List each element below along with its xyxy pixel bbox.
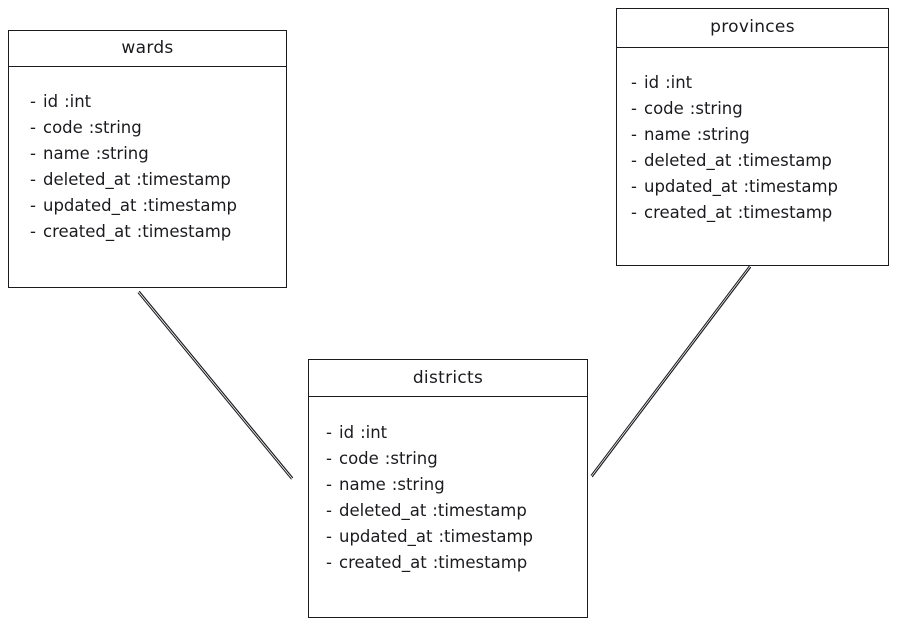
field-type: :timestamp (136, 222, 232, 241)
field-type: :string (689, 99, 743, 118)
entity-title-districts: districts (412, 368, 484, 388)
entity-title-divider (9, 66, 286, 67)
field-type: :timestamp (737, 203, 833, 222)
field-row: - deleted_at :timestamp (30, 167, 286, 193)
field-type: :timestamp (142, 196, 238, 215)
entity-title-divider (309, 396, 587, 397)
field-name: deleted_at (339, 501, 427, 520)
field-name: created_at (43, 222, 131, 241)
field-row: - name :string (30, 141, 286, 167)
field-visibility: - (631, 73, 637, 92)
field-row: - id :int (30, 89, 286, 115)
field-visibility: - (631, 125, 637, 144)
field-visibility: - (30, 144, 36, 163)
field-row: - created_at :timestamp (326, 550, 587, 576)
field-name: updated_at (644, 177, 738, 196)
field-name: created_at (339, 553, 427, 572)
field-visibility: - (631, 99, 637, 118)
field-visibility: - (326, 475, 332, 494)
field-visibility: - (631, 151, 637, 170)
field-name: deleted_at (644, 151, 732, 170)
field-name: id (43, 92, 59, 111)
field-type: :timestamp (432, 553, 528, 572)
field-row: - deleted_at :timestamp (631, 148, 888, 174)
field-visibility: - (30, 92, 36, 111)
field-type: :timestamp (737, 151, 832, 170)
field-name: name (339, 475, 386, 494)
field-row: - id :int (326, 420, 587, 446)
field-visibility: - (30, 196, 36, 215)
field-type: :string (384, 449, 438, 468)
field-row: - created_at :timestamp (631, 200, 888, 226)
field-row: - deleted_at :timestamp (326, 498, 587, 524)
field-name: code (644, 99, 684, 118)
field-type: :int (64, 92, 92, 111)
field-row: - code :string (326, 446, 587, 472)
field-name: name (644, 125, 691, 144)
field-type: :string (696, 125, 750, 144)
field-type: :timestamp (136, 170, 231, 189)
field-name: code (339, 449, 379, 468)
field-type: :timestamp (432, 501, 527, 520)
field-name: code (43, 118, 83, 137)
field-type: :int (360, 423, 388, 442)
field-name: id (644, 73, 660, 92)
field-visibility: - (326, 527, 332, 546)
entity-field-list-provinces: - id :int - code :string - name :string … (617, 70, 888, 226)
entity-title-wards: wards (121, 38, 174, 58)
field-name: name (43, 144, 90, 163)
field-type: :timestamp (438, 527, 534, 546)
field-visibility: - (326, 553, 332, 572)
field-name: deleted_at (43, 170, 131, 189)
entity-box-districts[interactable]: districts - id :int - code :string - nam… (308, 359, 588, 618)
field-row: - name :string (326, 472, 587, 498)
field-type: :int (665, 73, 693, 92)
entity-box-provinces[interactable]: provinces - id :int - code :string - nam… (616, 8, 889, 266)
field-type: :string (95, 144, 149, 163)
entity-title-provinces: provinces (710, 17, 795, 37)
field-visibility: - (631, 203, 637, 222)
field-visibility: - (326, 501, 332, 520)
field-visibility: - (30, 222, 36, 241)
field-name: created_at (644, 203, 732, 222)
field-visibility: - (30, 170, 36, 189)
field-row: - updated_at :timestamp (631, 174, 888, 200)
field-name: updated_at (43, 196, 137, 215)
field-row: - created_at :timestamp (30, 219, 286, 245)
field-name: id (339, 423, 355, 442)
field-visibility: - (326, 449, 332, 468)
field-visibility: - (631, 177, 637, 196)
field-type: :string (88, 118, 142, 137)
entity-box-wards[interactable]: wards - id :int - code :string - name :s… (8, 30, 287, 288)
field-type: :string (391, 475, 445, 494)
field-visibility: - (30, 118, 36, 137)
entity-field-list-districts: - id :int - code :string - name :string … (309, 420, 587, 576)
field-row: - code :string (631, 96, 888, 122)
field-name: updated_at (339, 527, 433, 546)
field-visibility: - (326, 423, 332, 442)
connector-districts-provinces[interactable] (590, 265, 752, 478)
field-type: :timestamp (743, 177, 839, 196)
field-row: - code :string (30, 115, 286, 141)
field-row: - updated_at :timestamp (326, 524, 587, 550)
entity-title-divider (617, 47, 888, 48)
entity-field-list-wards: - id :int - code :string - name :string … (9, 89, 286, 245)
field-row: - id :int (631, 70, 888, 96)
field-row: - name :string (631, 122, 888, 148)
connector-wards-districts[interactable] (137, 290, 294, 480)
field-row: - updated_at :timestamp (30, 193, 286, 219)
